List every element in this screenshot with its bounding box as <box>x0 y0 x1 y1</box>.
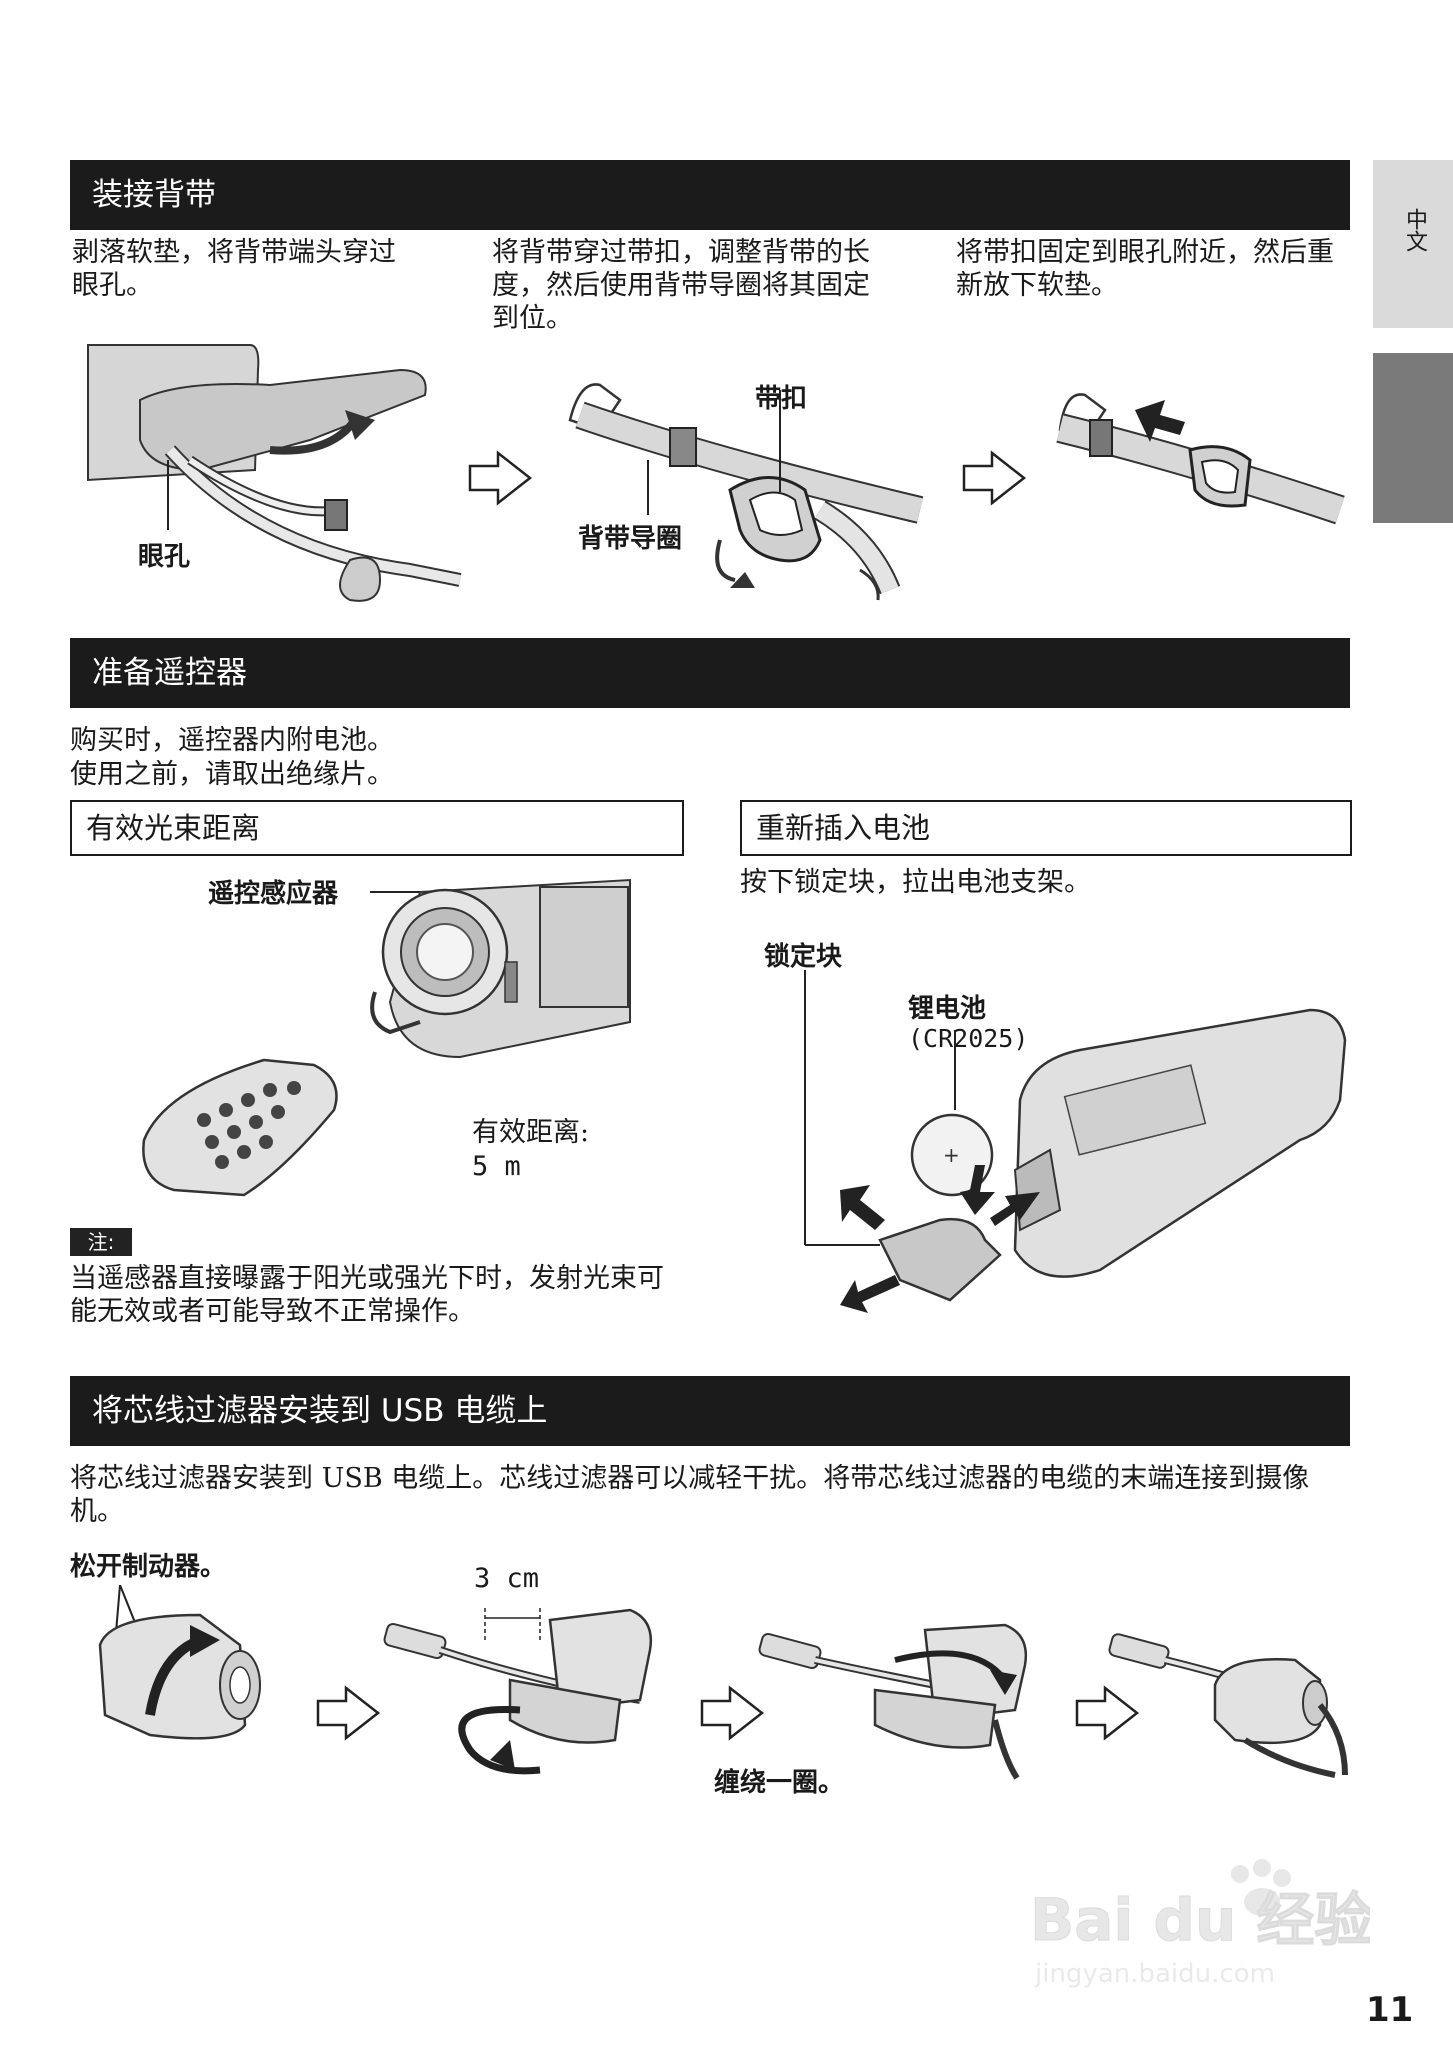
section-title-strap: 装接背带 <box>70 160 1350 230</box>
strap-step-3: 将带扣固定到眼孔附近，然后重新放下软垫。 <box>956 237 1334 301</box>
label-eyelet: 眼孔 <box>138 542 191 572</box>
watermark-url: jingyan.baidu.com <box>1034 1959 1275 1989</box>
remote-control-illustration <box>142 1058 338 1197</box>
svg-text:+: + <box>943 1143 960 1167</box>
strap-illustration-2 <box>568 383 924 601</box>
remote-intro-line-1: 购买时，遥控器内附电池。 <box>70 725 394 756</box>
battery-illustration: + <box>804 970 1347 1313</box>
core-filter-wrap-illustration <box>758 1623 1028 1780</box>
core-filter-open-illustration <box>98 1585 261 1740</box>
note-tag: 注: <box>70 1228 132 1256</box>
box-title-reinsert-battery: 重新插入电池 <box>740 800 1352 856</box>
camcorder-illustration <box>370 878 631 1059</box>
effective-range-value: 5 m <box>472 1151 521 1182</box>
core-filter-closed-illustration <box>1108 1633 1348 1778</box>
label-remote-sensor: 遥控感应器 <box>208 879 339 909</box>
label-battery: 锂电池 <box>908 994 987 1024</box>
section-title-remote: 准备遥控器 <box>70 638 1350 708</box>
strap-step-1: 剥落软垫，将背带端头穿过眼孔。 <box>72 237 396 301</box>
label-buckle: 带扣 <box>755 384 808 414</box>
language-tab: 中文 <box>1373 160 1453 328</box>
label-3cm: 3 cm <box>474 1563 540 1594</box>
next-arrow-icon <box>468 450 533 506</box>
core-filter-description: 将芯线过滤器安装到 USB 电缆上。芯线过滤器可以减轻干扰。将带芯线过滤器的电缆… <box>70 1463 1310 1527</box>
remote-intro-line-2: 使用之前，请取出绝缘片。 <box>70 759 394 790</box>
strap-illustration-1 <box>87 344 462 602</box>
next-arrow-icon <box>316 1685 381 1741</box>
watermark-brand: Bai du 经验 <box>1030 1886 1370 1954</box>
next-arrow-icon <box>962 450 1027 506</box>
label-strap-guide: 背带导圈 <box>578 524 683 554</box>
note-text: 当遥感器直接曝露于阳光或强光下时，发射光束可能无效或者可能导致不正常操作。 <box>70 1263 664 1327</box>
label-release-stopper: 松开制动器。 <box>70 1552 227 1582</box>
baidu-watermark-logo: Bai du 经验 jingyan.baidu.com <box>1030 1859 1370 1989</box>
effective-range-label: 有效距离: <box>472 1117 590 1148</box>
section-tab <box>1373 353 1453 523</box>
box-title-effective-range: 有效光束距离 <box>70 800 684 856</box>
label-wrap-once: 缠绕一圈。 <box>714 1768 845 1798</box>
next-arrow-icon <box>1075 1685 1140 1741</box>
core-filter-insert-illustration <box>383 1608 653 1775</box>
reinsert-instruction: 按下锁定块，拉出电池支架。 <box>740 867 1091 898</box>
label-lock: 锁定块 <box>764 942 843 972</box>
label-battery-model: (CR2025) <box>908 1024 1029 1053</box>
section-title-core-filter: 将芯线过滤器安装到 USB 电缆上 <box>70 1376 1350 1446</box>
language-tab-label: 中文 <box>1402 208 1427 252</box>
next-arrow-icon <box>700 1685 765 1741</box>
strap-illustration-3 <box>1056 393 1345 525</box>
strap-step-2: 将背带穿过带扣，调整背带的长度，然后使用背带导圈将其固定到位。 <box>492 237 870 334</box>
page-number: 11 <box>1366 1990 1414 2030</box>
